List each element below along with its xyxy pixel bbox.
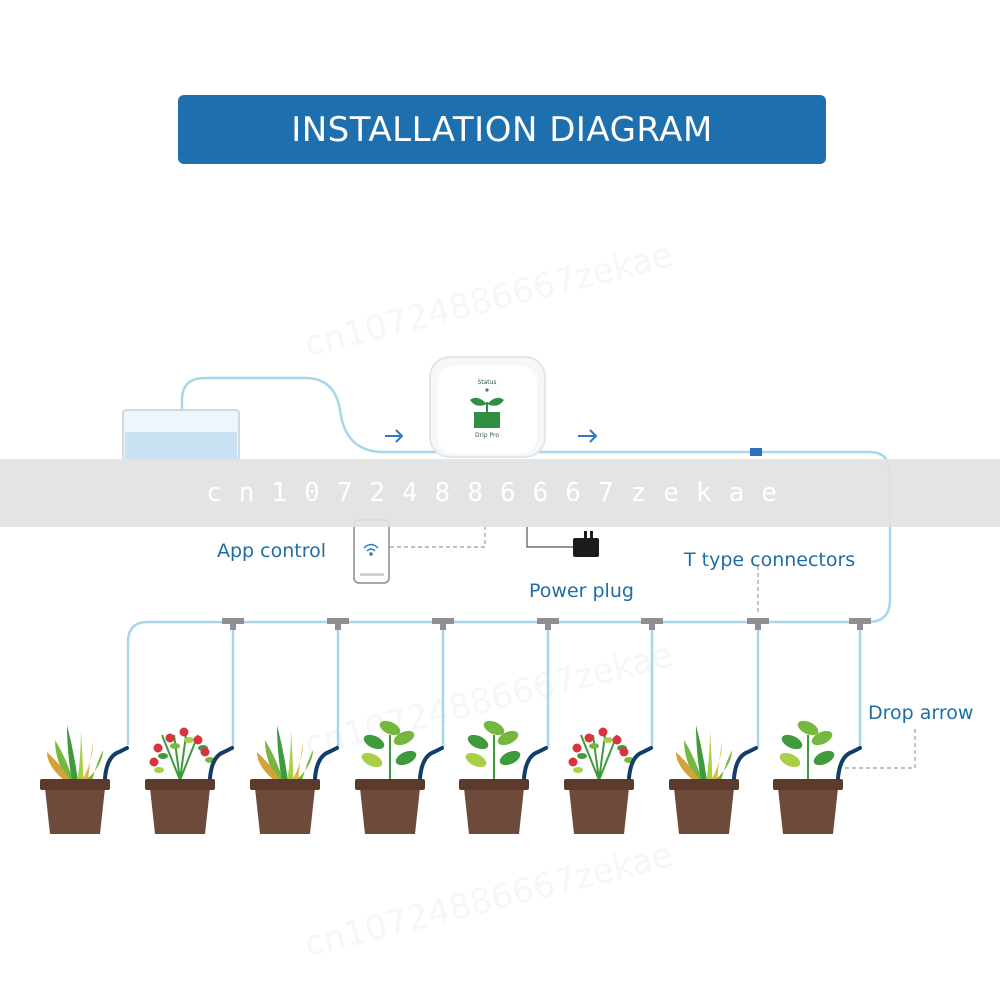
drip-controller-device: Status Drip Pro — [429, 356, 546, 458]
flow-arrow-icon — [578, 429, 598, 443]
plant-pot — [40, 725, 129, 834]
drop-arrow-emitter — [627, 746, 653, 780]
plant-pot — [669, 725, 758, 834]
t-connector — [432, 618, 454, 630]
t-connectors-label: T type connectors — [684, 549, 856, 571]
power-plug-icon — [573, 531, 599, 557]
drip-lines-group — [231, 630, 862, 748]
t-connector — [849, 618, 871, 630]
water-tank — [122, 409, 240, 461]
plant-pot — [355, 720, 444, 834]
dashed-leader-lines — [390, 520, 916, 769]
drop-arrow-emitter — [313, 746, 339, 780]
flow-arrow-icon — [385, 429, 404, 443]
drop-arrow-emitter — [732, 746, 758, 780]
t-connector — [641, 618, 663, 630]
page-title: INSTALLATION DIAGRAM — [178, 95, 826, 164]
plant-pot — [145, 727, 234, 834]
t-connector — [327, 618, 349, 630]
device-name: Drip Pro — [475, 432, 499, 439]
drop-arrow-emitter — [418, 746, 444, 780]
t-connector — [537, 618, 559, 630]
drop-arrow-emitter — [836, 746, 862, 780]
main-tubing — [126, 376, 892, 745]
t-connector — [747, 618, 769, 630]
drop-arrow-emitter — [522, 746, 548, 780]
watermark-strip: cn10724886667zekae — [0, 459, 1000, 527]
plant-pot — [773, 720, 862, 834]
power-plug-label: Power plug — [529, 580, 634, 602]
drop-arrow-emitter — [103, 746, 129, 780]
t-connector — [222, 618, 244, 630]
drop-arrow-label: Drop arrow — [868, 702, 974, 724]
device-status-label: Status — [477, 379, 496, 386]
plant-pot — [250, 725, 339, 834]
plant-pot — [459, 720, 548, 834]
drop-arrow-emitter — [208, 746, 234, 780]
app-control-label: App control — [217, 540, 327, 562]
plant-pot — [564, 727, 653, 834]
sprout-logo-icon — [470, 397, 504, 428]
smartphone-icon — [353, 519, 390, 584]
inline-connector — [750, 448, 762, 456]
t-connectors-group — [222, 618, 871, 630]
plant-pots-group — [40, 720, 862, 834]
wifi-icon — [363, 543, 379, 556]
